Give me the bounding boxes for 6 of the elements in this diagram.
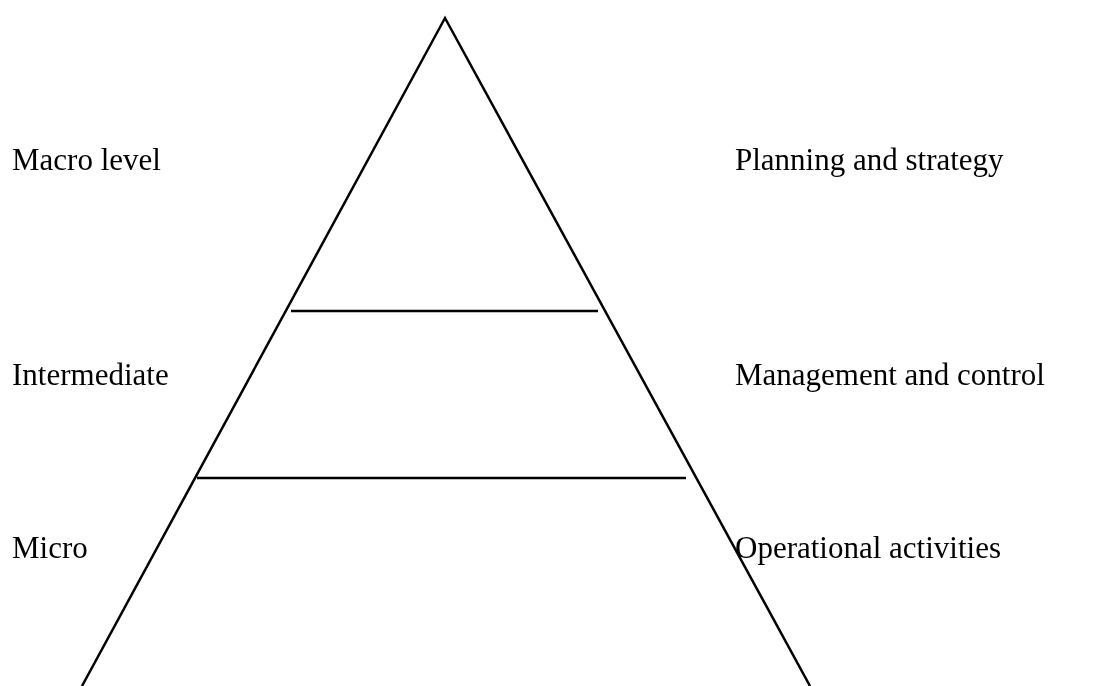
level-label: Intermediate (12, 358, 169, 393)
activity-label: Operational activities (735, 531, 1001, 566)
level-label: Macro level (12, 143, 161, 178)
activity-label: Management and control (735, 358, 1045, 393)
level-label: Micro (12, 531, 88, 566)
activity-label: Planning and strategy (735, 143, 1004, 178)
